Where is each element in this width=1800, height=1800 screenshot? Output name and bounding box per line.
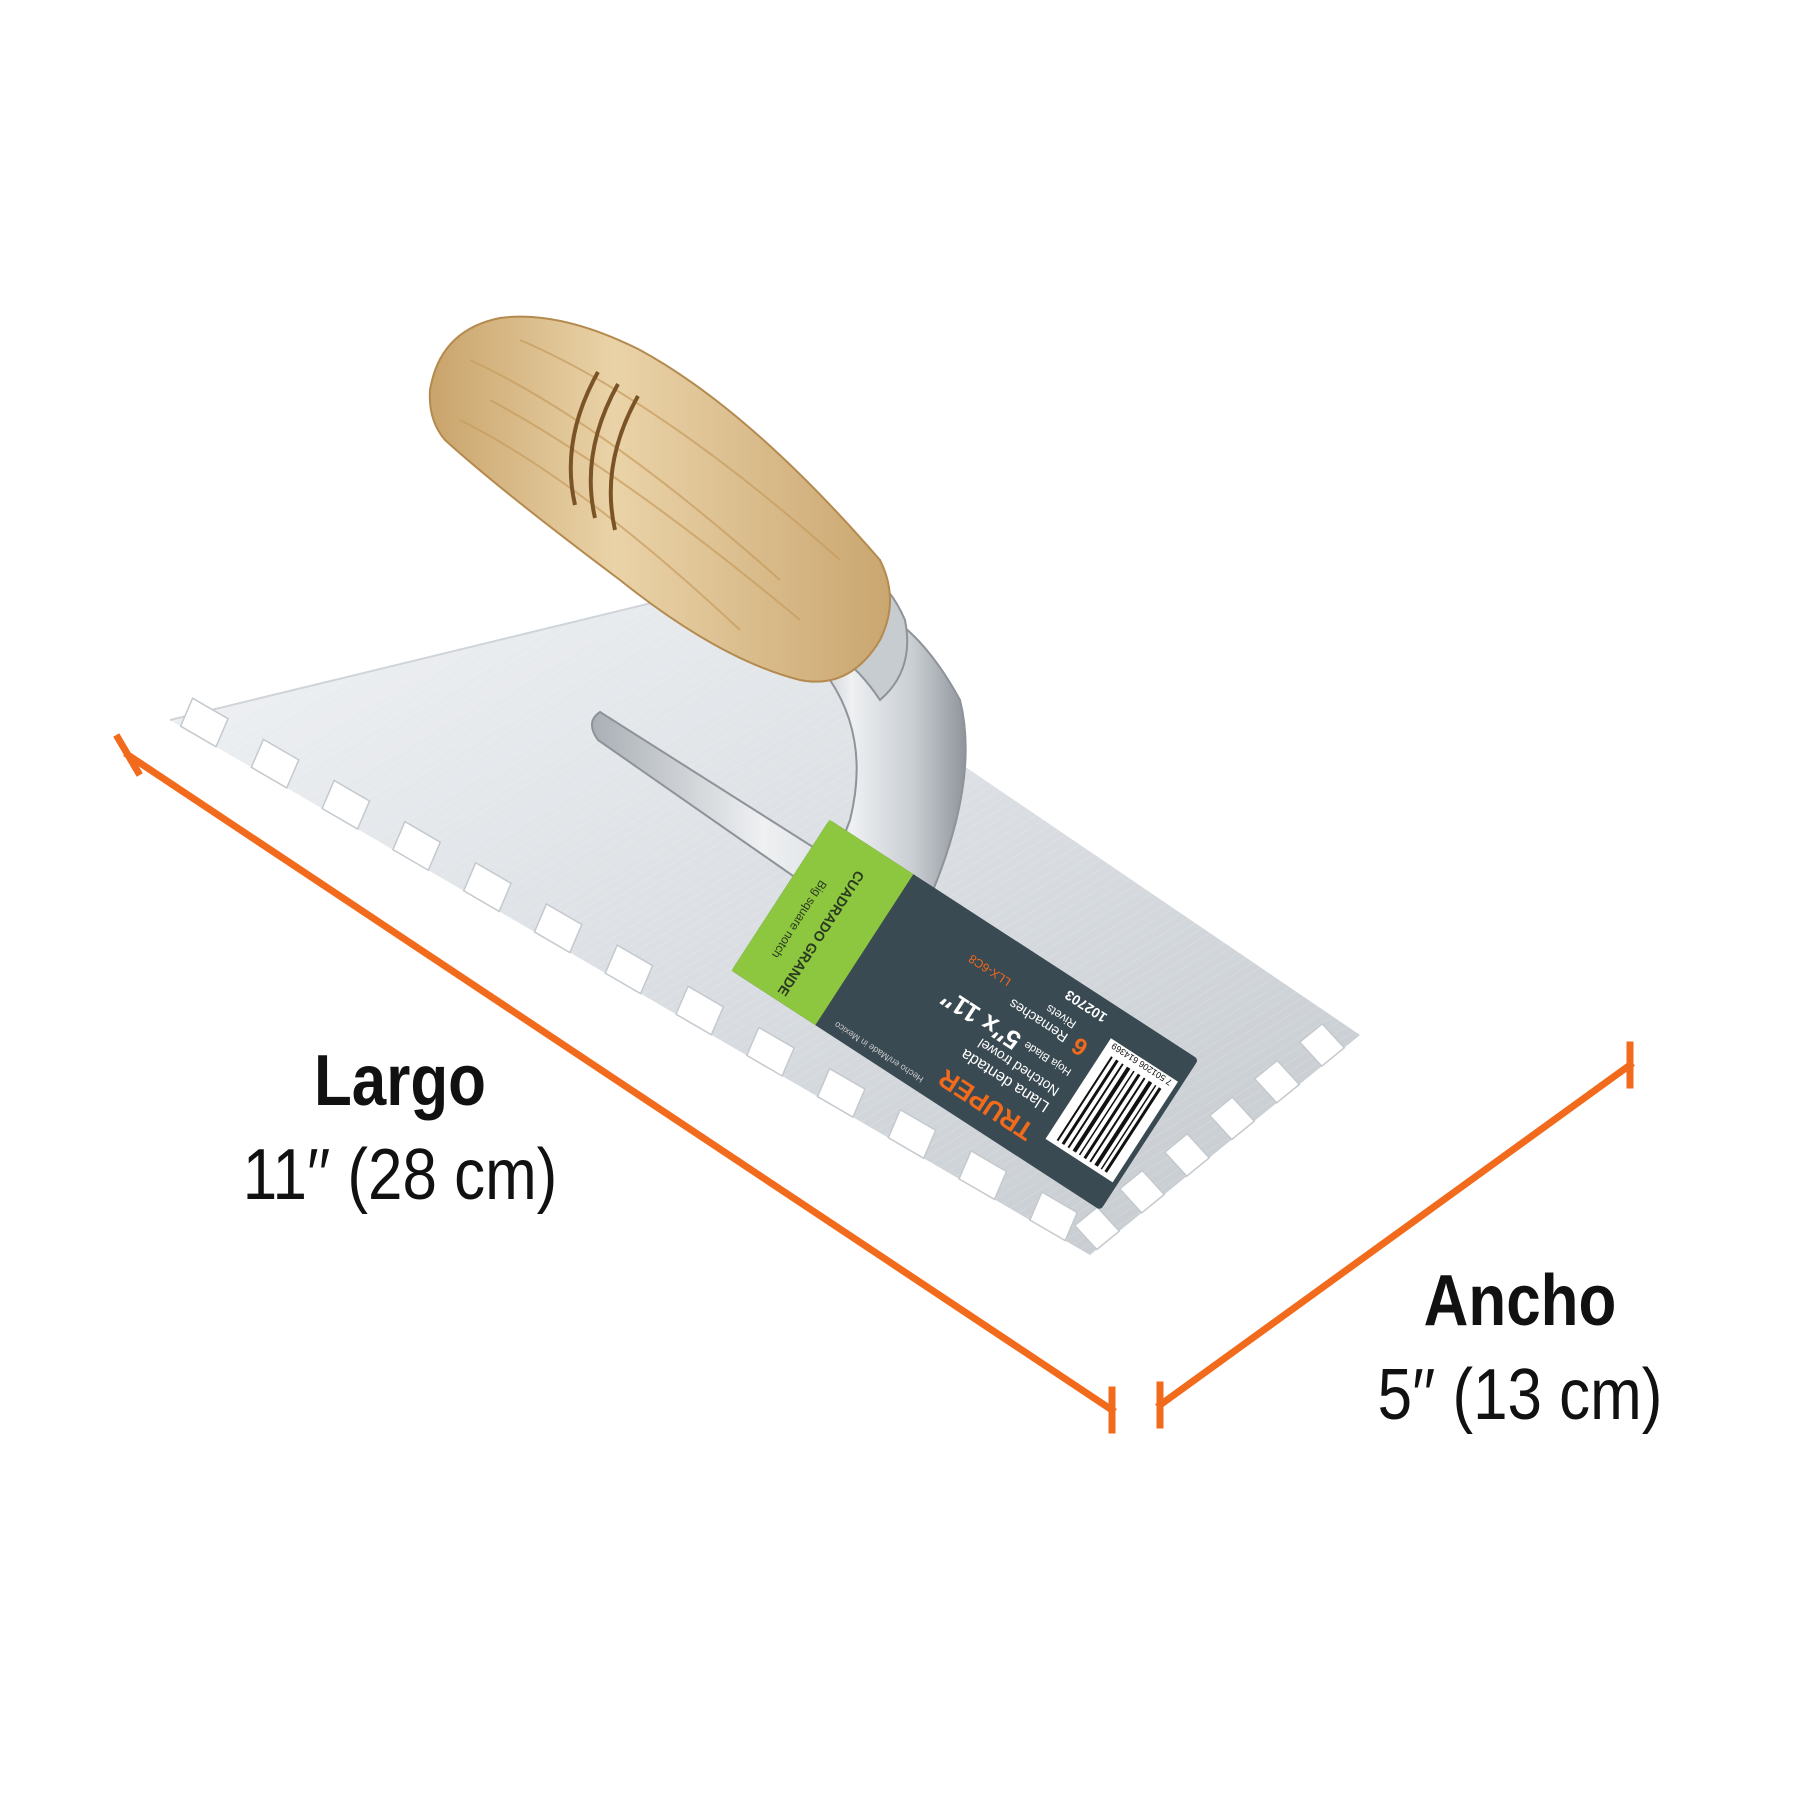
product-label: 7 501206 614369 TRUPER Llana dentada Not… [731,819,1197,1209]
width-dimension-line [1155,1041,1635,1429]
left-edge-notch [604,944,654,995]
length-dimension-line [113,733,1117,1434]
right-edge-notch [1118,1169,1166,1214]
left-edge-notch [533,902,583,954]
length-label: Largo 11′′ (28 cm) [228,1045,572,1211]
width-label: Ancho 5′′ (13 cm) [1357,1265,1684,1431]
left-edge-notch [179,697,229,748]
right-edge-notch [1253,1059,1301,1104]
label-green-strip [731,819,914,1026]
left-edge-notch [958,1149,1008,1201]
left-edge-notch [462,861,513,913]
wood-grain [459,339,841,631]
barcode-bars [1056,1056,1162,1173]
left-edge-notch [745,1026,796,1078]
left-edge-notch [675,985,725,1036]
left-edge-notch [816,1067,866,1119]
left-notched-edge [179,697,1079,1242]
left-edge-notch [887,1108,937,1160]
left-edge-notch [1028,1190,1079,1242]
length-label-name: Largo [313,1041,486,1121]
wood-grip [428,315,891,683]
width-label-value: 5′′ (13 cm) [1377,1355,1663,1435]
right-edge-notch [1298,1022,1346,1068]
grip-rings [568,371,640,531]
width-label-name: Ancho [1423,1261,1617,1341]
left-edge-notch [250,738,300,789]
left-edge-notch [321,779,371,831]
length-label-value: 11′′ (28 cm) [242,1135,558,1215]
left-edge-notch [391,820,442,872]
blade-top-edge [169,589,706,721]
right-edge-notch [1208,1096,1256,1141]
right-edge-notch [1163,1132,1211,1178]
